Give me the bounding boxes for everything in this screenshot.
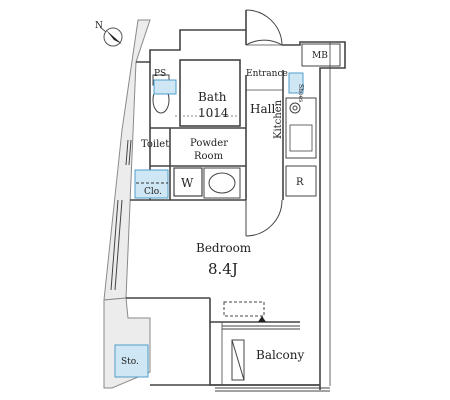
ps-label: PS (154, 69, 166, 79)
sink-fixture (203, 167, 241, 199)
bedroom-label: Bedroom (196, 241, 252, 255)
toilet-label: Toilet (141, 139, 169, 150)
closet-label: Clo. (144, 187, 162, 197)
bedroom-door (245, 199, 283, 237)
bedroom-size-label: 8.4J (208, 260, 238, 278)
bath-size-label: 1014 (198, 106, 229, 120)
refrigerator-label: R (296, 177, 304, 188)
mb-box (301, 43, 341, 67)
entrance-label: Entrance (246, 69, 288, 79)
balcony-window (215, 325, 330, 392)
balcony-label: Balcony (256, 348, 304, 362)
powder-room-label-1: Powder (190, 138, 228, 149)
entrance-door (245, 9, 283, 46)
bath-label: Bath (198, 90, 227, 104)
air-conditioner (223, 301, 266, 322)
powder-room-label-2: Room (194, 151, 224, 162)
washer-space (173, 167, 203, 197)
interior-walls (126, 10, 346, 390)
storage-label: Sto. (121, 357, 139, 367)
exterior-walls (103, 19, 151, 389)
svg-text:N: N (95, 21, 103, 31)
storage-highlights (114, 72, 304, 378)
stove-icon (289, 102, 301, 114)
shoe-box-label: Shoes (297, 84, 304, 102)
mb-label: MB (312, 51, 328, 61)
washer-label: W (181, 176, 194, 190)
compass-icon: N (95, 21, 123, 47)
kitchen-label: Kitchen (273, 99, 284, 139)
hall-label: Hall (250, 102, 275, 116)
